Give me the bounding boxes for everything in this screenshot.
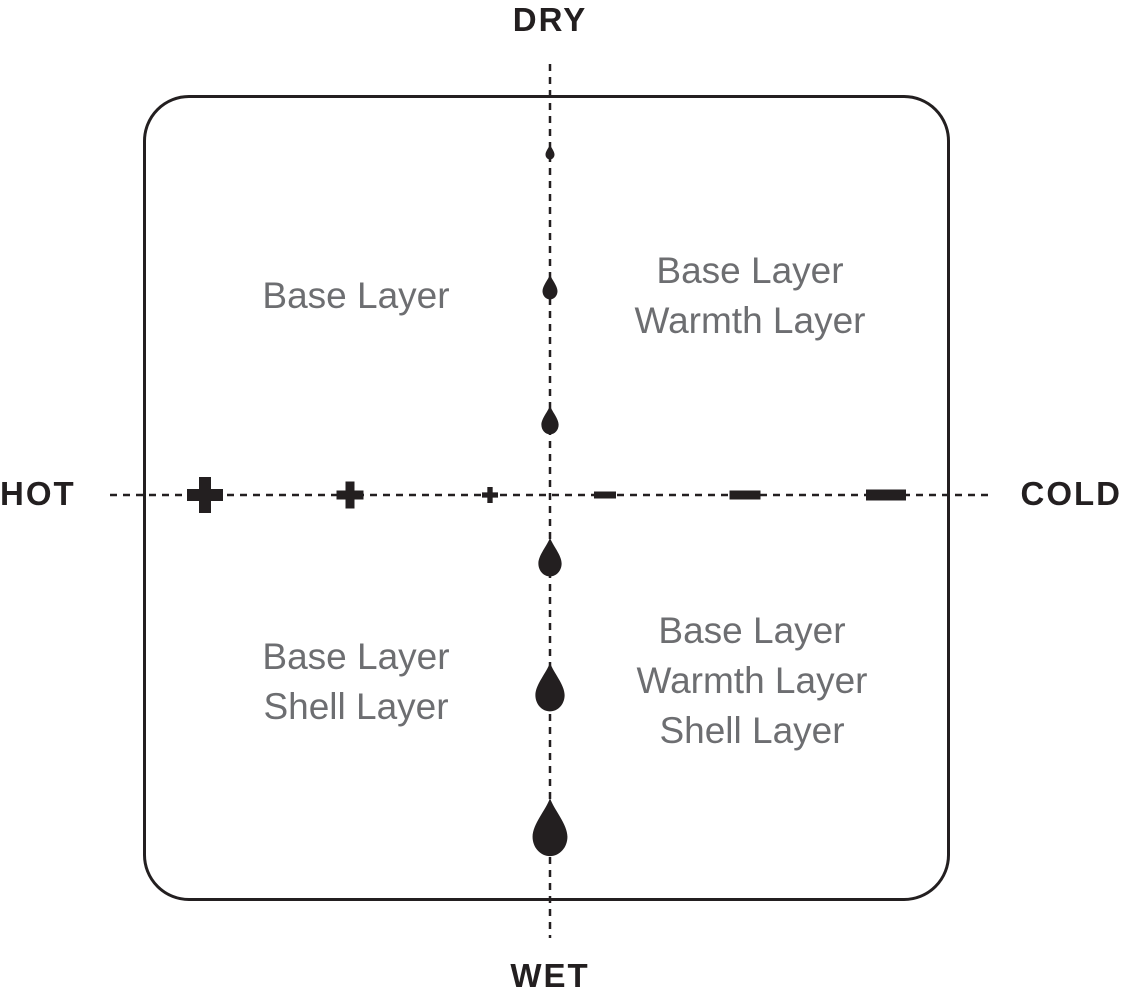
quadrant-text-line: Shell Layer [263, 686, 449, 727]
quadrant-text-line: Base Layer [658, 610, 846, 651]
quadrant-label-top-left: Base Layer [262, 271, 449, 321]
water-drop-icon [538, 537, 562, 577]
axis-label-dry: DRY [512, 1, 588, 38]
water-drop-icon [541, 405, 559, 435]
axis-label-wet: WET [510, 957, 590, 994]
plus-icon [187, 477, 223, 513]
quadrant-label-bottom-right: Base Layer Warmth Layer Shell Layer [637, 606, 868, 756]
quadrant-text-line: Base Layer [262, 275, 450, 316]
minus-icon [866, 489, 906, 501]
plus-icon [482, 487, 498, 503]
axis-label-hot: HOT [0, 475, 76, 513]
quadrant-text-line: Base Layer [656, 250, 844, 291]
quadrant-label-top-right: Base Layer Warmth Layer [635, 246, 866, 346]
quadrant-label-bottom-left: Base Layer Shell Layer [262, 632, 449, 732]
minus-icon [594, 491, 616, 499]
quadrant-text-line: Warmth Layer [636, 660, 868, 701]
plus-icon [336, 481, 364, 509]
water-drop-icon [542, 274, 558, 300]
diagram-border-frame [143, 95, 950, 901]
water-drop-icon [535, 662, 565, 712]
minus-icon [729, 490, 761, 500]
quadrant-text-line: Warmth Layer [634, 300, 866, 341]
quadrant-text-line: Shell Layer [659, 710, 845, 751]
water-drop-icon [532, 797, 568, 857]
quadrant-text-line: Base Layer [262, 636, 450, 677]
axis-label-cold: COLD [1020, 475, 1122, 513]
water-drop-icon [545, 144, 555, 160]
